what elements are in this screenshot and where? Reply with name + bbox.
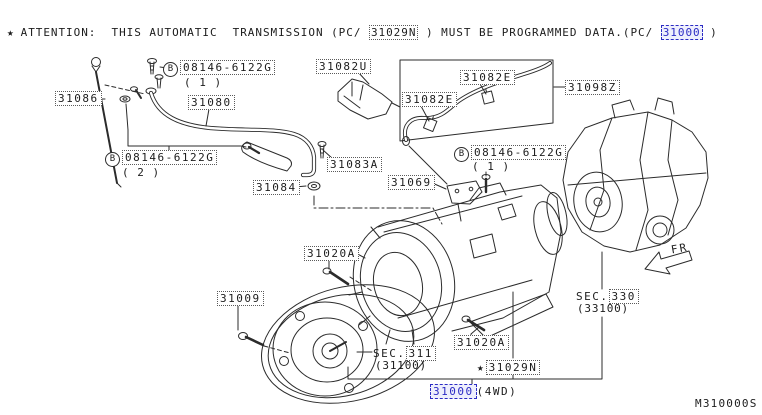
attention-text-middle: ) MUST BE PROGRAMMED DATA.(PC/ (418, 26, 661, 39)
part-link-31084[interactable]: 31084 (253, 180, 300, 195)
part-link-31000[interactable]: 31000 (430, 384, 477, 399)
label-hose-clamp-b: 31082E (460, 70, 515, 85)
part-link-31086[interactable]: 31086 (55, 91, 102, 106)
label-bracket: 31069 (388, 175, 435, 190)
label-sec-311: SEC.311 (373, 346, 436, 361)
label-sec-330: SEC.330 (576, 289, 639, 304)
part-link-31082e-a[interactable]: 31082E (402, 92, 457, 107)
sec-link-330[interactable]: 330 (608, 289, 639, 304)
reference-line (313, 195, 443, 225)
bolt-b1b-drawing (481, 174, 491, 194)
tube-bolt-drawing (317, 141, 327, 159)
label-filler-tube: 31080 (188, 95, 235, 110)
label-assy-4wd: 31000(4WD) (430, 384, 517, 399)
b-badge-icon: B (105, 152, 120, 167)
part-link-31029n[interactable]: 31029N (485, 360, 541, 375)
qty-text: ( 2 ) (122, 166, 161, 179)
part-link-31029n-banner[interactable]: 31029N (368, 25, 419, 40)
star-icon: ★ (7, 26, 14, 39)
part-link-31020a-b[interactable]: 31020A (454, 335, 509, 350)
sec-prefix: SEC. (373, 347, 406, 360)
leader-lines (98, 66, 603, 385)
label-bolt-qty-3: ( 1 ) (472, 160, 510, 173)
attention-text-before: ATTENTION: THIS AUTOMATIC TRANSMISSION (… (20, 26, 369, 39)
case-bolt-a-drawing (322, 267, 373, 292)
attention-banner: ★ ATTENTION: THIS AUTOMATIC TRANSMISSION … (7, 25, 718, 40)
b-badge-icon: B (163, 62, 178, 77)
part-link-31082e-b[interactable]: 31082E (460, 70, 515, 85)
tube-bolts-drawing (104, 58, 164, 103)
sec-link-311[interactable]: 311 (405, 346, 436, 361)
torque-converter-drawing (261, 284, 435, 404)
part-link-08146-6122g-1[interactable]: 08146-6122G (180, 60, 276, 75)
attention-text-after: ) (702, 26, 718, 39)
label-case-bolt-b: 31020A (454, 335, 509, 350)
label-hose-assembly: 31098Z (565, 80, 620, 95)
label-bolt-qty-2: ( 2 ) (122, 166, 160, 179)
part-link-31020a-a[interactable]: 31020A (304, 246, 359, 261)
grommet-drawing (307, 181, 321, 191)
case-bolt-b-drawing (461, 315, 486, 332)
transfer-case-drawing (562, 97, 709, 253)
sec-prefix: SEC. (576, 290, 609, 303)
label-oil-level-gauge: 31086 (55, 91, 102, 106)
label-converter-bolt: 31009 (217, 291, 264, 306)
assy-4wd-suffix: (4WD) (476, 385, 518, 398)
diagram-code: M310000S (695, 397, 758, 410)
filler-tube-drawing (148, 90, 317, 178)
part-link-31080[interactable]: 31080 (188, 95, 235, 110)
part-link-31069[interactable]: 31069 (388, 175, 435, 190)
sec-sub-text: (33100) (577, 302, 629, 315)
diagram-code-text: M310000S (695, 397, 758, 410)
part-link-31009[interactable]: 31009 (217, 291, 264, 306)
fr-arrow-icon (644, 250, 693, 275)
part-link-31000-banner[interactable]: 31000 (660, 25, 703, 40)
label-tube-bolt: 31083A (327, 157, 382, 172)
label-case-bolt-a: 31020A (304, 246, 359, 261)
qty-text: ( 1 ) (184, 76, 223, 89)
label-at-assy: ★31029N (477, 360, 541, 375)
star-icon: ★ (477, 361, 484, 374)
label-grommet: 31084 (253, 180, 300, 195)
bracket-31069-drawing (446, 180, 483, 222)
dipstick-drawing (91, 57, 122, 188)
converter-bolt-drawing (238, 332, 291, 354)
label-sec-311-sub: (31100) (375, 359, 427, 372)
qty-text: ( 1 ) (472, 160, 511, 173)
part-link-08146-6122g-3[interactable]: 08146-6122G (471, 145, 567, 160)
part-link-31082u[interactable]: 31082U (316, 59, 371, 74)
part-link-31098z[interactable]: 31098Z (565, 80, 620, 95)
label-hose-bracket: 31082U (316, 59, 371, 74)
label-bolt-qty-1: ( 1 ) (184, 76, 222, 89)
label-hose-clamp-a: 31082E (402, 92, 457, 107)
label-sec-330-sub: (33100) (577, 302, 629, 315)
b-badge-icon: B (454, 147, 469, 162)
hose-bracket-drawing (337, 78, 401, 120)
part-link-31083a[interactable]: 31083A (327, 157, 382, 172)
part-link-08146-6122g-2[interactable]: 08146-6122G (122, 150, 218, 165)
sec-sub-text: (31100) (375, 359, 427, 372)
